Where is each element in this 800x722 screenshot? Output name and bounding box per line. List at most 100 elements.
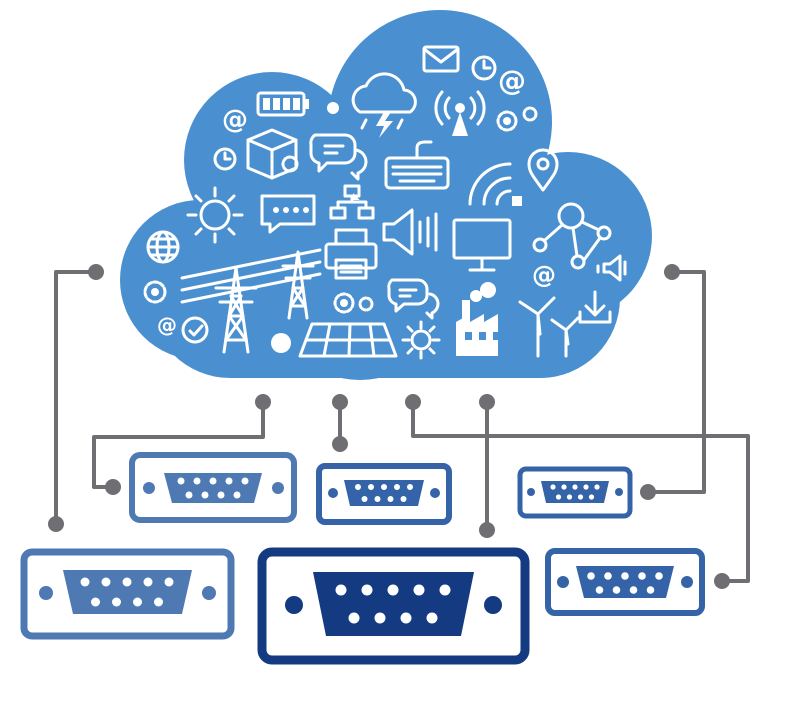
wire-4 [411,402,750,583]
clock-icon [213,147,237,171]
connector-pin [638,572,646,580]
db9-connector-6 [545,548,705,616]
db9-connector-4 [20,548,235,640]
wire-node [405,394,421,410]
connector-pin [201,491,209,499]
network-icon [532,202,612,270]
connector-pin [646,586,655,594]
connector-pin [112,597,121,607]
factory-icon [456,282,500,356]
connector-pin [122,577,132,587]
connector-pin [387,584,399,596]
wire-node [332,394,348,410]
chat-bubbles-icon [309,133,368,181]
globe-icon [146,230,180,264]
wire-node [332,436,348,452]
monitor-icon [452,218,512,272]
connector-pin [217,491,225,499]
connector-pin [185,491,193,499]
battery-icon [256,91,309,117]
connector-pin [355,484,361,490]
wire-node [48,516,64,532]
connector-pin [655,572,663,580]
power-tower-icon [214,266,258,354]
sun-icon [186,186,244,244]
connector-pin [381,484,387,490]
connector-pin [583,484,589,490]
connector-pin [368,484,374,490]
gears-icon [143,280,167,304]
clock-icon [471,55,497,81]
db9-connector-3 [517,466,633,519]
connector-pin [133,597,142,607]
gears-icon [496,106,538,132]
connector-pin [164,577,174,587]
connector-pin [387,496,394,502]
sun-icon [401,320,441,360]
dot-icon [271,333,291,353]
connector-pin [193,477,201,485]
keyboard-icon [384,140,450,190]
wires [48,264,750,589]
connector-pin [225,477,233,485]
connector-pin [335,584,347,596]
connector-pin [177,477,185,485]
box-icon [246,128,299,180]
at-sign-icon: @ [532,261,556,289]
connector-pin [572,484,578,490]
wire-node [105,479,121,495]
message-icon [260,194,316,234]
wire-node [664,264,680,280]
antenna-icon [434,90,486,136]
connector-pin [595,586,604,594]
wire-node [479,522,495,538]
connector-pin [407,484,413,490]
speaker-icon [382,208,438,256]
db9-connector-5 [257,547,530,665]
chat-bubbles-icon [387,278,440,320]
connector-pin [394,484,400,490]
connector-pin [629,586,638,594]
wind-turbine-icon [518,296,556,358]
wire-node [88,264,104,280]
connector-pin [588,494,595,500]
connector-pin [400,496,407,502]
gauge-icon [181,316,209,344]
connector-pin [374,496,381,502]
db9-connector-1 [129,452,297,523]
cloud-icons: @ @ [143,45,627,360]
connector-pin [361,496,368,502]
at-sign-icon: @ [222,105,248,135]
connector-pin [426,612,438,624]
location-pin-icon [527,148,559,192]
connector-pin [241,477,249,485]
connector-pin [621,572,629,580]
connector-pin [561,484,567,490]
db9-connector-2 [316,463,452,525]
connector-pin [413,584,425,596]
connector-pin [154,597,163,607]
connector-pin [555,494,562,500]
email-icon [422,45,460,73]
storm-cloud-icon [351,72,417,138]
connectors [20,452,705,665]
wire-node [640,484,656,500]
connector-pin [577,494,584,500]
connector-pin [348,612,360,624]
gears-icon [333,292,374,314]
at-sign-icon: @ [157,313,177,337]
connector-pin [612,586,621,594]
cloud-shape [120,10,652,380]
dot-icon [327,102,339,114]
connector-pin [209,477,217,485]
connector-pin [594,484,600,490]
power-tower-icon [281,250,315,320]
connector-pin [91,597,100,607]
at-sign-icon: @ [498,64,526,97]
connector-pin [101,577,111,587]
wire-node [255,394,271,410]
wire-node [479,394,495,410]
wire-2 [92,402,265,489]
solar-panel-icon [298,322,398,358]
